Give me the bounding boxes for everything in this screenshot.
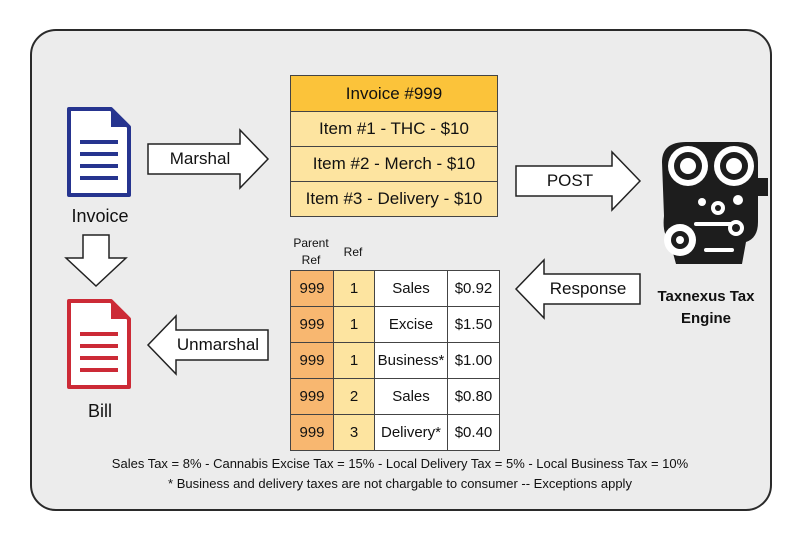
parent-ref-cell: 999: [290, 306, 334, 343]
ref-cell: 1: [333, 306, 375, 343]
tax-type-cell: Sales: [374, 378, 448, 415]
tax-amount-cell: $0.80: [447, 378, 500, 415]
parent-ref-cell: 999: [290, 342, 334, 379]
column-header-ref: Ref: [343, 245, 363, 259]
column-header-parent-line1: Parent: [293, 236, 329, 250]
ref-cell: 2: [333, 378, 375, 415]
invoice-document-icon: [67, 107, 131, 197]
tax-type-cell: Delivery*: [374, 414, 448, 451]
parent-ref-cell: 999: [290, 378, 334, 415]
invoice-label: Invoice: [71, 206, 129, 226]
invoice-item: Item #1 - THC - $10: [290, 111, 498, 147]
engine-gears-icon: [662, 142, 768, 264]
unmarshal-label: Unmarshal: [176, 335, 260, 354]
post-arrow-icon: [515, 150, 642, 212]
engine-label-line1: Taxnexus Tax: [657, 288, 755, 305]
tax-amount-cell: $0.40: [447, 414, 500, 451]
bill-label: Bill: [87, 401, 112, 421]
parent-ref-cell: 999: [290, 414, 334, 451]
tax-rates-text: Sales Tax = 8% - Cannabis Excise Tax = 1…: [111, 456, 689, 471]
tax-type-cell: Sales: [374, 270, 448, 307]
invoice-item: Item #2 - Merch - $10: [290, 146, 498, 182]
invoice-item: Item #3 - Delivery - $10: [290, 181, 498, 217]
tax-amount-cell: $0.92: [447, 270, 500, 307]
tax-amount-cell: $1.50: [447, 306, 500, 343]
tax-type-cell: Business*: [374, 342, 448, 379]
engine-label: Taxnexus Tax Engine: [640, 286, 772, 330]
bill-document-icon: [67, 299, 131, 389]
response-label: Response: [549, 279, 627, 298]
ref-cell: 3: [333, 414, 375, 451]
column-header-parent-ref: Parent Ref: [290, 235, 332, 269]
post-label: POST: [546, 171, 594, 190]
unmarshal-arrow-icon: [146, 314, 269, 376]
marshal-arrow-icon: [147, 128, 270, 190]
marshal-label: Marshal: [169, 149, 231, 168]
parent-ref-cell: 999: [290, 270, 334, 307]
column-header-parent-line2: Ref: [301, 253, 321, 267]
engine-label-line2: Engine: [680, 310, 731, 327]
response-arrow-icon: [514, 258, 641, 320]
tax-type-cell: Excise: [374, 306, 448, 343]
down-arrow-icon: [64, 234, 128, 288]
invoice-header: Invoice #999: [290, 75, 498, 112]
footnote-text: * Business and delivery taxes are not ch…: [168, 476, 632, 491]
ref-cell: 1: [333, 342, 375, 379]
ref-cell: 1: [333, 270, 375, 307]
tax-amount-cell: $1.00: [447, 342, 500, 379]
